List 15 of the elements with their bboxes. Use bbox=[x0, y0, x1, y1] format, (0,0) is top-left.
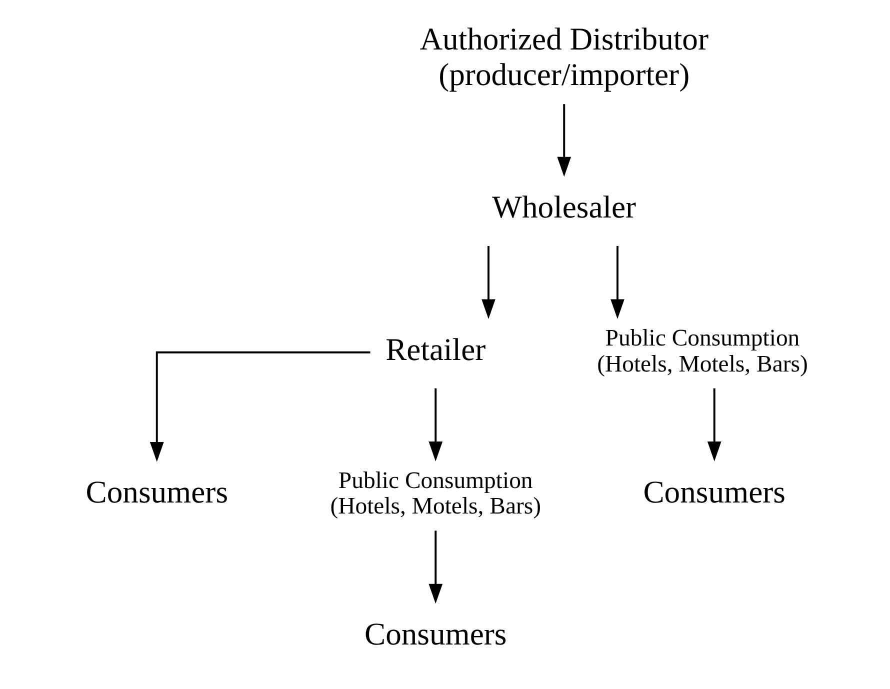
node-text: Consumers bbox=[642, 474, 785, 510]
arrow bbox=[481, 246, 495, 319]
node-text: Retailer bbox=[385, 332, 486, 367]
arrow bbox=[149, 351, 370, 462]
arrow bbox=[428, 530, 442, 604]
node-text: Public Consumption (Hotels, Motels, Bars) bbox=[596, 326, 808, 378]
node-text: Public Consumption (Hotels, Motels, Bars) bbox=[330, 468, 541, 520]
node-text: Authorized Distributor (producer/importer) bbox=[419, 22, 708, 92]
node-text: Consumers bbox=[364, 616, 506, 652]
arrow bbox=[428, 388, 442, 462]
node-text: Wholesaler bbox=[492, 190, 636, 225]
node-text: Consumers bbox=[85, 474, 228, 510]
arrow bbox=[706, 388, 721, 462]
arrow bbox=[610, 246, 624, 319]
arrow bbox=[556, 104, 571, 177]
